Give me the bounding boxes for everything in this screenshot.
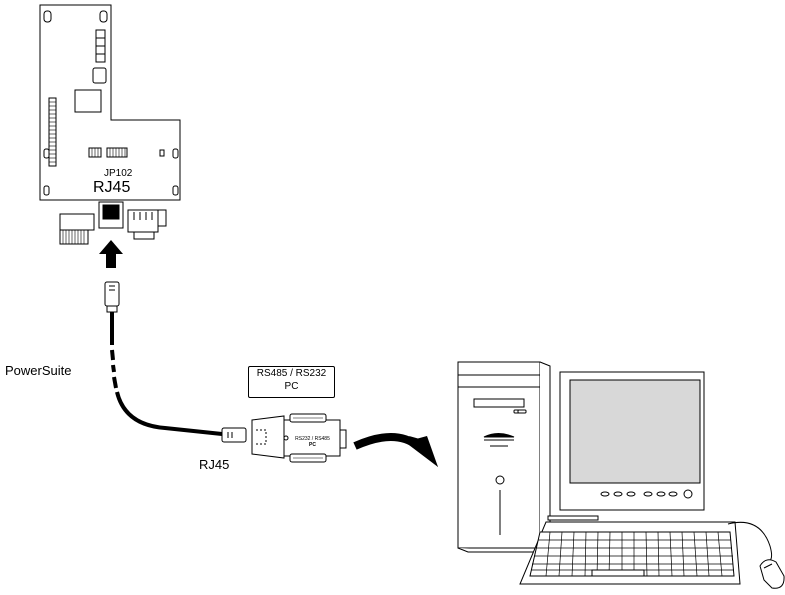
crt-monitor-icon — [547, 371, 705, 521]
adapter-callout-line2: PC — [284, 381, 299, 392]
board-connector-type: RJ45 — [93, 179, 131, 196]
adapter-body-label: RS232 / RS485 PC — [289, 436, 336, 448]
adapter-callout-line1: RS485 / RS232 — [256, 368, 327, 379]
cable-end-label: RJ45 — [199, 457, 230, 472]
cable-line — [110, 312, 223, 436]
up-arrow-icon — [99, 240, 123, 268]
adapter-body-line2: PC — [309, 442, 316, 448]
circuit-board-icon — [39, 4, 181, 245]
board-connector-id: JP102 — [104, 168, 133, 179]
pc-tower-icon — [457, 361, 551, 553]
rj45-plug-icon — [221, 427, 247, 443]
adapter-body-line1: RS232 / RS485 — [295, 436, 330, 442]
software-label: PowerSuite — [5, 363, 72, 378]
curved-arrow-icon — [353, 433, 438, 467]
rj45-plug-icon — [104, 281, 120, 313]
mouse-icon — [727, 521, 785, 589]
keyboard-icon — [519, 521, 741, 585]
adapter-callout-box: RS485 / RS232 PC — [248, 366, 335, 398]
serial-adapter-icon — [251, 413, 347, 463]
